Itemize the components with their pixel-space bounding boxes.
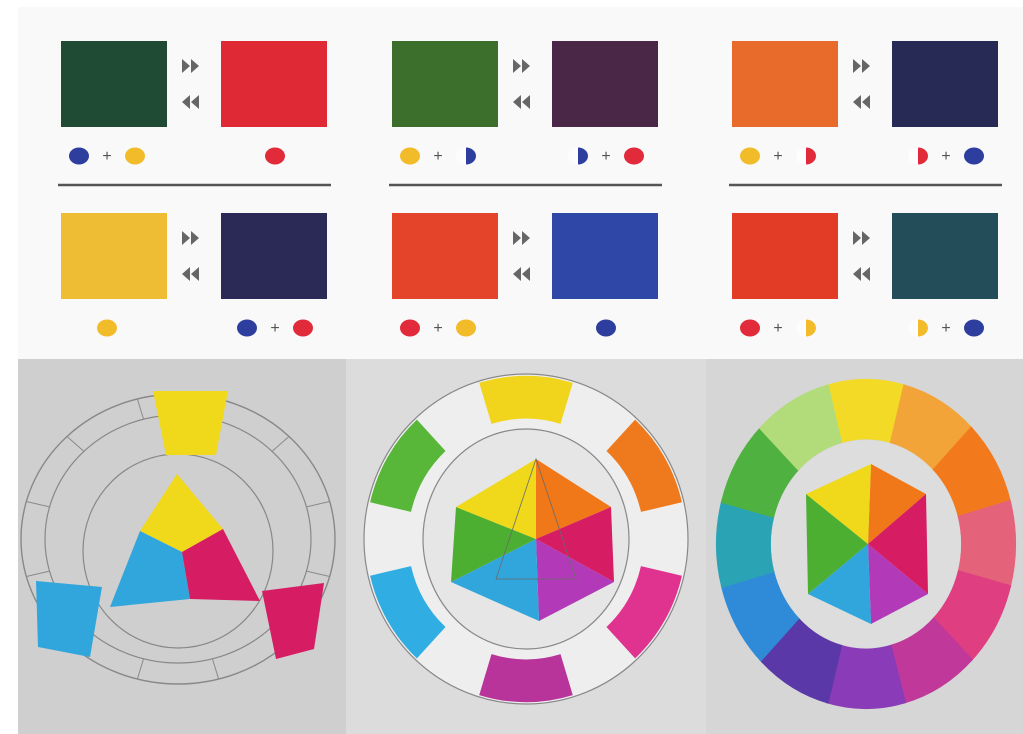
complementary-group: ++ [58, 41, 331, 337]
color-dot-red [740, 320, 760, 337]
wheel-segment-yellow [153, 391, 228, 455]
color-swatch-left [732, 41, 838, 127]
color-dot-yellow [456, 320, 476, 337]
color-dot-blue [237, 320, 257, 337]
arrow-right-icon [182, 231, 199, 245]
arrow-left-icon [182, 95, 199, 109]
arrow-left-icon [182, 267, 199, 281]
color-swatch-left [61, 213, 167, 299]
wheel-segment-divider [212, 659, 218, 679]
complementary-color-mixing-chart: +++++++++ [18, 7, 1023, 359]
color-dot-yellow [400, 148, 420, 165]
wheel-segment-divider [272, 436, 289, 451]
color-dot-red [624, 148, 644, 165]
arrow-right-icon [853, 231, 870, 245]
wheel-segment [479, 376, 573, 424]
plus-sign: + [601, 148, 610, 165]
arrow-left-icon [513, 267, 530, 281]
plus-sign: + [773, 148, 782, 165]
wheel-segment-divider [306, 501, 329, 506]
color-dot-blue [964, 320, 984, 337]
color-swatch-left [392, 41, 498, 127]
color-swatch-left [732, 213, 838, 299]
color-dot-yellow [740, 148, 760, 165]
color-dot-blue [69, 148, 89, 165]
color-wheel-drawing-secondaries [346, 359, 706, 734]
arrow-left-icon [513, 95, 530, 109]
complementary-group: + + + [389, 41, 662, 337]
wheel-segment-divider [306, 571, 329, 576]
color-wheel-drawing-primaries [18, 359, 346, 734]
plus-sign: + [433, 320, 442, 337]
wheel-segment-divider [26, 501, 49, 506]
color-swatch-right [892, 41, 998, 127]
arrow-right-icon [182, 59, 199, 73]
plus-sign: + [270, 320, 279, 337]
color-dot-yellow [125, 148, 145, 165]
color-dot-half-blue [578, 148, 588, 165]
color-dot-half-blue [466, 148, 476, 165]
wheel-segment-cyan [36, 581, 102, 657]
wheel-segment [479, 654, 573, 702]
color-dot-blue [964, 148, 984, 165]
color-dot-red [400, 320, 420, 337]
wheel-segment-divider [26, 571, 49, 576]
color-wheel-photos [18, 359, 1023, 734]
arrow-right-icon [513, 231, 530, 245]
color-swatch-right [892, 213, 998, 299]
color-dot-yellow [97, 320, 117, 337]
arrow-left-icon [853, 95, 870, 109]
arrow-left-icon [853, 267, 870, 281]
color-dot-blue [596, 320, 616, 337]
plus-sign: + [941, 320, 950, 337]
color-wheel-drawing-full [706, 359, 1023, 734]
color-dot-half-red [918, 148, 928, 165]
plus-sign: + [433, 148, 442, 165]
arrow-right-icon [513, 59, 530, 73]
color-swatch-right [221, 213, 327, 299]
color-dot-half-red [806, 148, 816, 165]
color-swatch-left [61, 41, 167, 127]
complementary-group: + + + + [729, 41, 1002, 337]
color-swatch-right [221, 41, 327, 127]
color-swatch-left [392, 213, 498, 299]
wheel-segment-divider [137, 659, 143, 679]
color-dot-half-yellow [806, 320, 816, 337]
wheel-segment-magenta [262, 583, 324, 659]
wheel-segment-divider [137, 399, 143, 419]
color-dot-half-yellow [918, 320, 928, 337]
plus-sign: + [773, 320, 782, 337]
color-swatch-right [552, 41, 658, 127]
color-dot-red [265, 148, 285, 165]
wheel-segment-divider [67, 436, 84, 451]
plus-sign: + [941, 148, 950, 165]
color-swatch-right [552, 213, 658, 299]
arrow-right-icon [853, 59, 870, 73]
plus-sign: + [102, 148, 111, 165]
color-dot-red [293, 320, 313, 337]
